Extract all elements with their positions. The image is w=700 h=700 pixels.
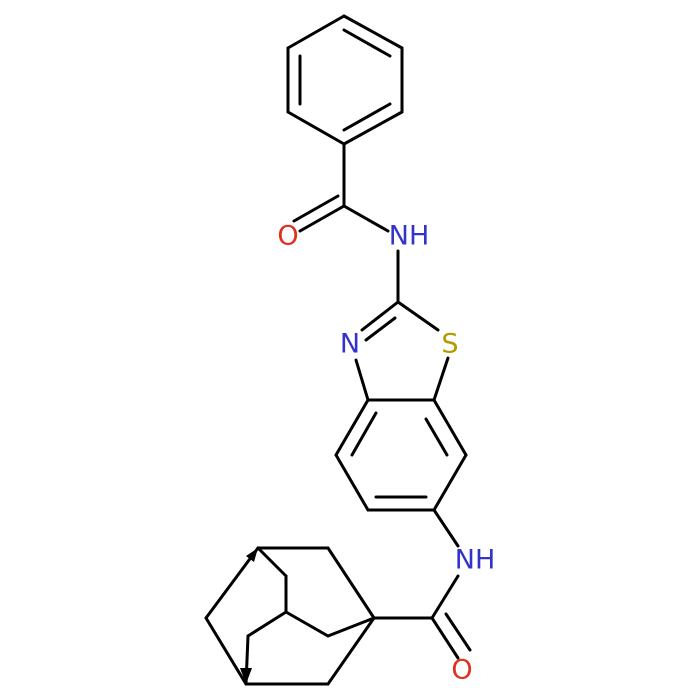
atom-nh-bottom: NH [455, 545, 496, 576]
atom-n-ring: N [340, 329, 360, 360]
atom-o-top: O [277, 221, 298, 252]
wedge-bond-top [246, 548, 258, 562]
benzamide-linker [292, 142, 400, 304]
carboxamide-linker [372, 508, 472, 660]
atom-o-bottom: O [451, 655, 472, 686]
adamantane-cage [204, 546, 376, 686]
benzothiazole-benzene-ring [334, 398, 468, 512]
phenyl-ring [286, 14, 404, 146]
thiazole-ring [354, 300, 450, 402]
wedge-bond-bottom [240, 668, 252, 684]
atom-nh-top: NH [389, 221, 430, 252]
atom-s-ring: S [441, 329, 458, 360]
atom-labels: O NH N S NH O [277, 221, 495, 686]
